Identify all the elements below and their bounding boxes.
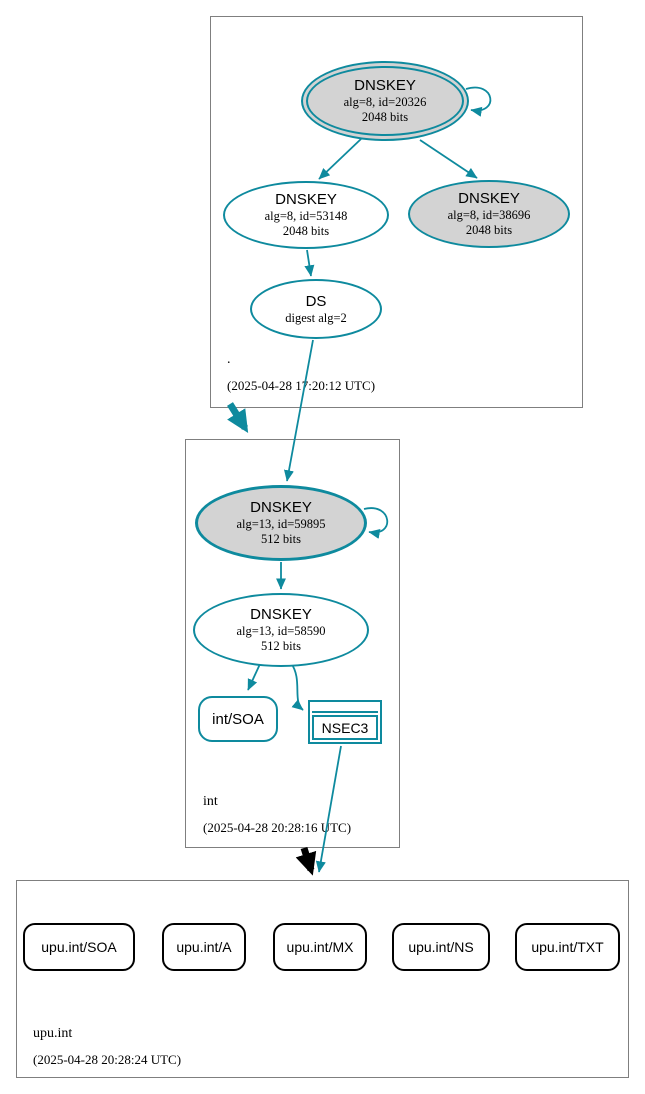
zone-box-int xyxy=(185,439,400,848)
rrset-label: upu.int/MX xyxy=(286,939,354,955)
rrset-node-upu-int-mx[interactable]: upu.int/MX xyxy=(273,923,367,971)
arrow-root-ksk-to-dnskey-38696 xyxy=(419,139,478,179)
node-title: DNSKEY xyxy=(250,499,312,516)
zone-timestamp-upu-int: (2025-04-28 20:28:24 UTC) xyxy=(33,1052,182,1067)
dnskey-node-20326-ksk[interactable]: DNSKEY alg=8, id=20326 2048 bits xyxy=(301,61,469,141)
arrow-root-zsk-to-ds xyxy=(304,249,315,277)
node-bits: 512 bits xyxy=(261,639,301,653)
rrset-node-upu-int-a[interactable]: upu.int/A xyxy=(162,923,246,971)
node-title: DNSKEY xyxy=(458,190,520,207)
node-detail: alg=8, id=53148 xyxy=(264,209,348,223)
dnskey-node-58590-int-zsk[interactable]: DNSKEY alg=13, id=58590 512 bits xyxy=(193,593,369,667)
arrow-delegation-int-to-upu xyxy=(295,846,317,876)
arrow-root-ksk-to-zsk xyxy=(318,138,362,180)
arrow-delegation-root-to-int xyxy=(227,402,249,434)
nsec3-label: NSEC3 xyxy=(321,719,369,736)
node-title: DNSKEY xyxy=(250,606,312,623)
rrset-node-upu-int-soa[interactable]: upu.int/SOA xyxy=(23,923,135,971)
zone-timestamp-root: (2025-04-28 17:20:12 UTC) xyxy=(227,378,376,393)
arrow-int-zsk-to-soa xyxy=(247,663,261,691)
node-title: DNSKEY xyxy=(275,191,337,208)
node-detail: alg=13, id=58590 xyxy=(236,624,326,638)
arrow-ds-to-int-ksk xyxy=(283,339,314,482)
zone-box-upu-int xyxy=(16,880,629,1078)
rrset-label: upu.int/NS xyxy=(408,939,474,955)
rrset-label: upu.int/SOA xyxy=(41,939,117,955)
arrow-int-ksk-selfloop xyxy=(363,507,389,539)
zone-label-upu-int: upu.int xyxy=(33,1026,73,1041)
dnskey-node-53148-zsk[interactable]: DNSKEY alg=8, id=53148 2048 bits xyxy=(223,181,389,249)
rrset-node-upu-int-txt[interactable]: upu.int/TXT xyxy=(515,923,620,971)
nsec3-node[interactable]: NSEC3 xyxy=(308,700,382,744)
node-detail: alg=8, id=38696 xyxy=(447,208,531,222)
node-detail: alg=13, id=59895 xyxy=(236,517,326,531)
arrow-root-ksk-selfloop xyxy=(465,86,492,117)
zone-label-int: int xyxy=(203,794,218,809)
nsec3-label-cell: NSEC3 xyxy=(312,715,378,740)
rrset-label: upu.int/TXT xyxy=(531,939,604,955)
node-bits: 512 bits xyxy=(261,532,301,546)
arrow-nsec3-to-upu-zone xyxy=(315,745,342,873)
zone-label-root: . xyxy=(227,352,231,367)
nsec3-rrsig-strip xyxy=(312,704,378,713)
dnskey-node-59895-int-ksk[interactable]: DNSKEY alg=13, id=59895 512 bits xyxy=(195,485,367,561)
rrset-node-int-soa[interactable]: int/SOA xyxy=(198,696,278,742)
node-title: DNSKEY xyxy=(354,77,416,94)
ds-node-root[interactable]: DS digest alg=2 xyxy=(250,279,382,339)
node-detail: alg=8, id=20326 xyxy=(343,95,427,109)
rrset-node-upu-int-ns[interactable]: upu.int/NS xyxy=(392,923,490,971)
node-title: DS xyxy=(305,292,327,310)
node-bits: 2048 bits xyxy=(282,224,330,238)
zone-timestamp-int: (2025-04-28 20:28:16 UTC) xyxy=(203,820,352,835)
rrset-label: upu.int/A xyxy=(176,939,232,955)
node-detail: digest alg=2 xyxy=(285,310,347,325)
dnskey-node-38696[interactable]: DNSKEY alg=8, id=38696 2048 bits xyxy=(408,180,570,248)
arrow-int-zsk-to-nsec3 xyxy=(290,662,304,711)
zone-box-root xyxy=(210,16,583,408)
rrset-label: int/SOA xyxy=(212,710,264,728)
node-bits: 2048 bits xyxy=(465,223,513,237)
node-bits: 2048 bits xyxy=(361,110,409,124)
